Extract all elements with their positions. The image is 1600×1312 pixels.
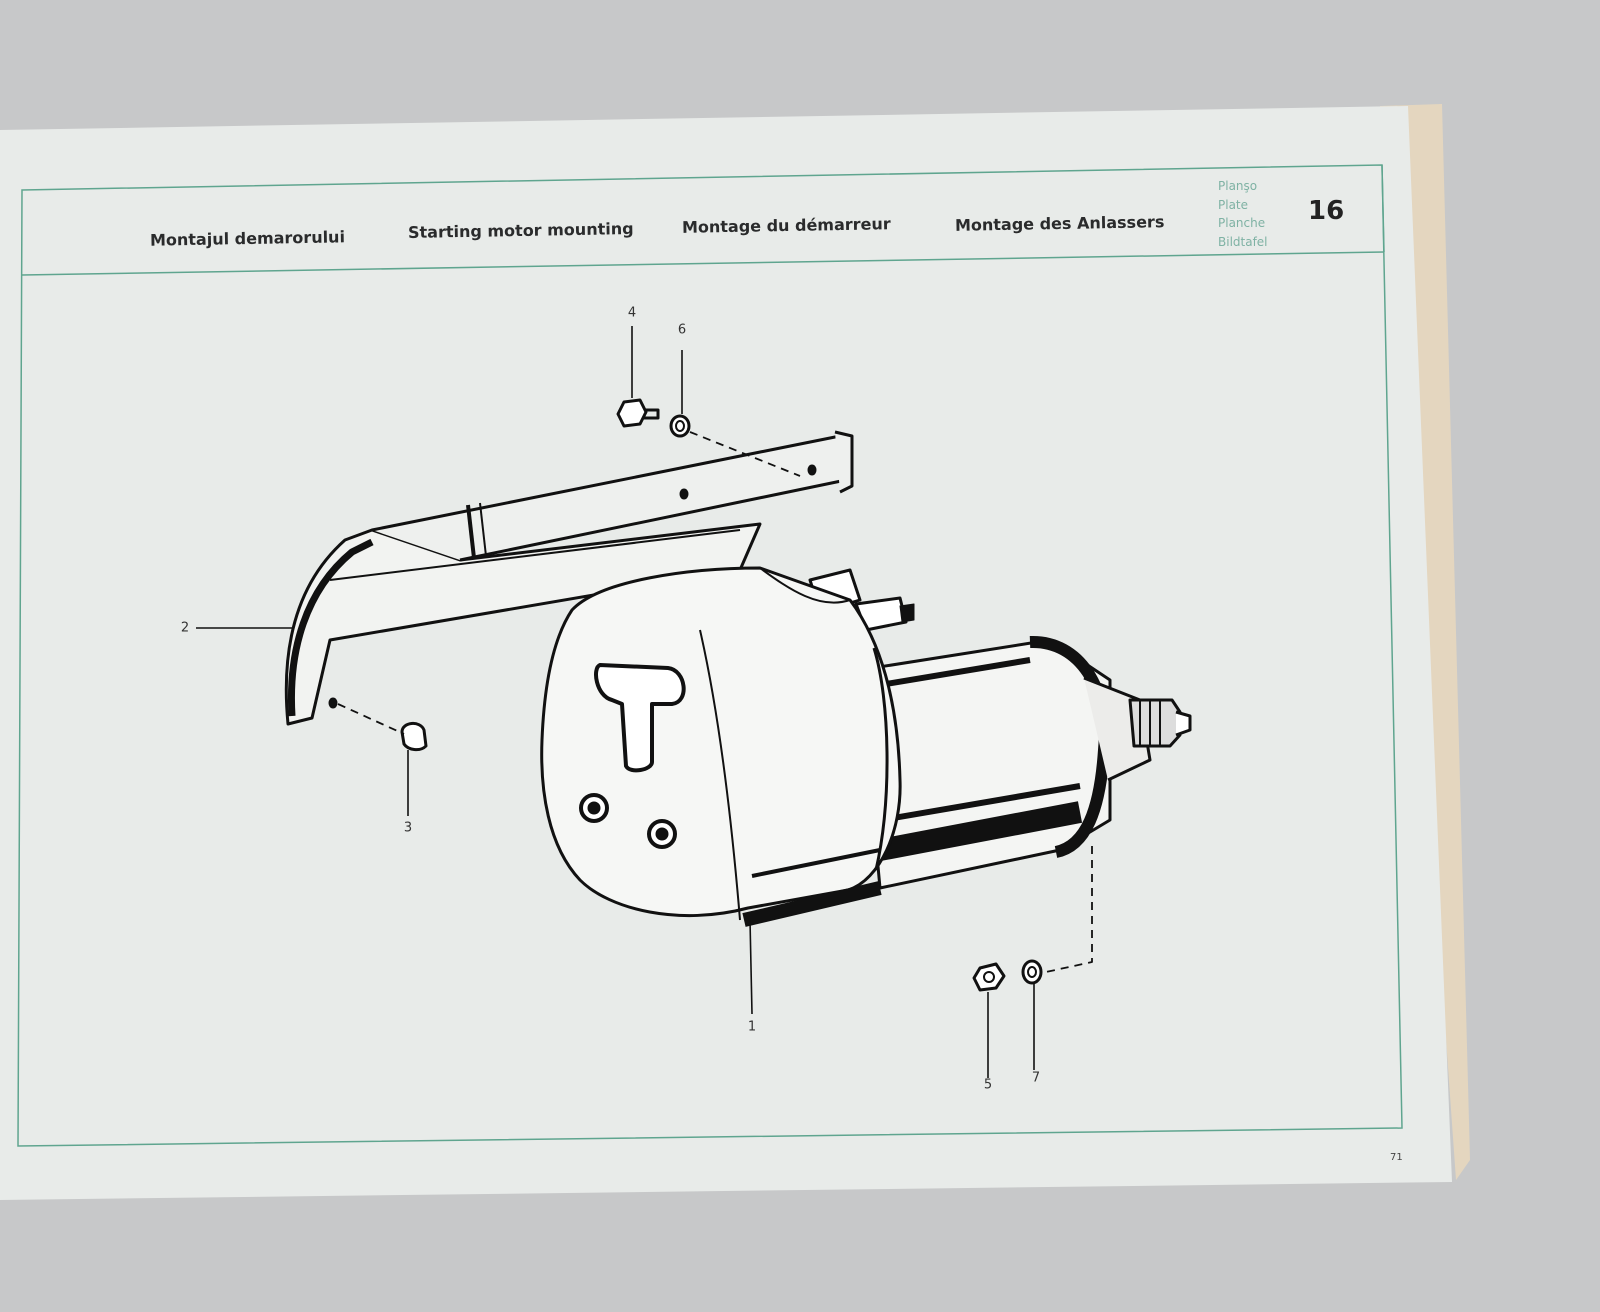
title-german: Montage des Anlassers xyxy=(954,212,1165,235)
page-number: 71 xyxy=(1390,1152,1403,1163)
callout-4: 4 xyxy=(627,305,637,321)
plate-number: 16 xyxy=(1308,196,1345,226)
callout-2: 2 xyxy=(180,620,190,636)
callout-7: 7 xyxy=(1031,1070,1041,1086)
plate-box-line xyxy=(1381,164,1385,253)
plate-label-en: Plate xyxy=(1218,198,1249,212)
callout-5: 5 xyxy=(983,1077,993,1093)
starter-drawing xyxy=(196,326,1192,1078)
plug-3 xyxy=(400,722,428,752)
nut-5 xyxy=(972,962,1006,992)
title-french: Montage du démarreur xyxy=(681,214,891,237)
title-english: Starting motor mounting xyxy=(407,219,634,242)
header-rule xyxy=(21,251,1385,276)
plate-label-de: Bildtafel xyxy=(1218,235,1268,249)
heat-shield xyxy=(284,430,854,726)
plate-label-ro: Planşo xyxy=(1218,179,1258,193)
motor-body xyxy=(540,566,1192,927)
plate-label-fr: Planche xyxy=(1218,216,1266,230)
callout-6: 6 xyxy=(677,322,687,338)
bolt-4 xyxy=(616,398,660,428)
title-romanian: Montajul demarorului xyxy=(149,227,346,250)
callout-3: 3 xyxy=(403,820,413,836)
leader-lines xyxy=(196,326,1035,1078)
assembly-lines xyxy=(337,431,1093,973)
outer-frame xyxy=(17,164,1403,1147)
callout-1: 1 xyxy=(747,1019,757,1035)
